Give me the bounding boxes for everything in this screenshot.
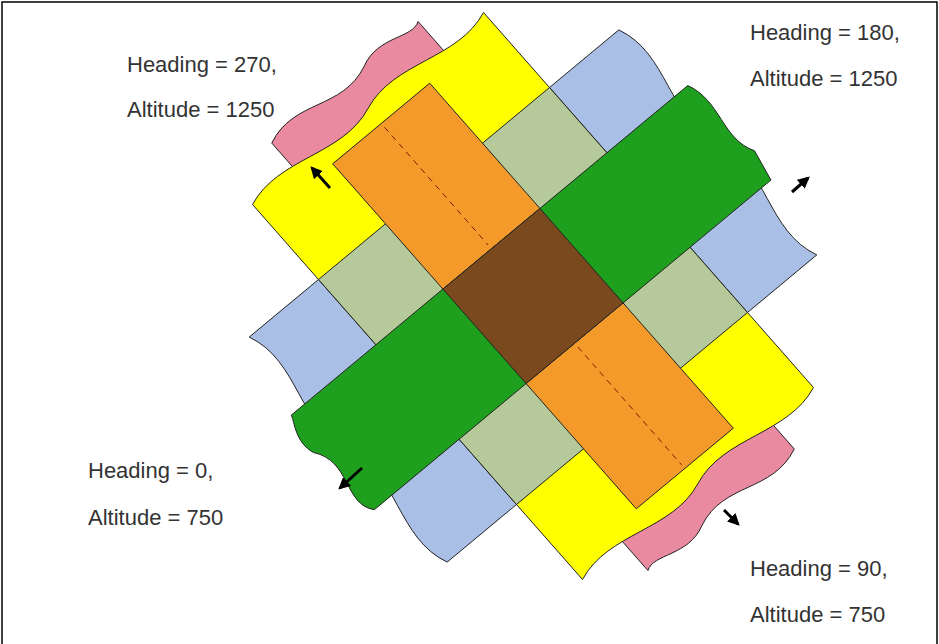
- direction-arrow: [724, 510, 738, 524]
- direction-arrows: [312, 168, 808, 524]
- core-square: [443, 208, 623, 383]
- crossing-bands: [133, 0, 927, 644]
- flight-label: Heading = 180,: [750, 20, 900, 46]
- center-line: [578, 347, 682, 465]
- flight-label: Altitude = 750: [750, 602, 885, 628]
- center-line: [385, 127, 489, 245]
- flight-label: Altitude = 1250: [750, 66, 897, 92]
- flight-label: Heading = 90,: [750, 556, 888, 582]
- flight-label: Heading = 270,: [127, 52, 277, 78]
- flight-label: Heading = 0,: [88, 458, 213, 484]
- direction-arrow: [792, 178, 808, 192]
- flight-label: Altitude = 1250: [127, 97, 274, 123]
- direction-arrow: [312, 168, 330, 188]
- pink-band: [268, 17, 798, 575]
- green-band: [283, 81, 776, 516]
- flight-label: Altitude = 750: [88, 505, 223, 531]
- yellow-band: [249, 8, 818, 584]
- direction-arrow: [340, 468, 362, 488]
